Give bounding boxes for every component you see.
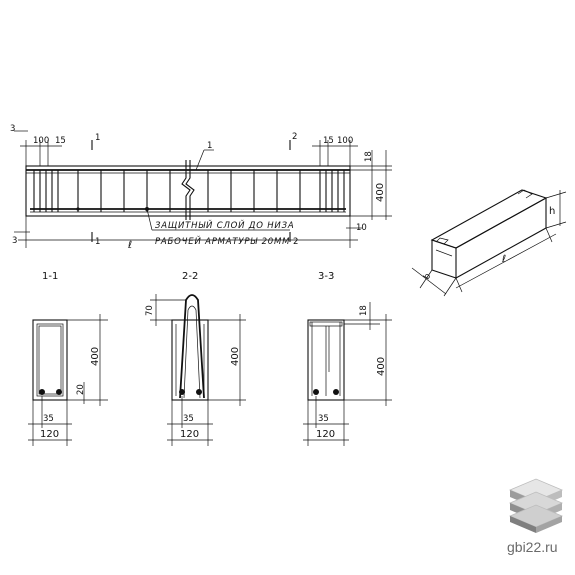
section-1-1-height: 400 [90,347,101,366]
dim-15-right: 15 [323,136,334,146]
section-3-3-35: 35 [318,414,329,424]
dim-18-top: 18 [364,151,374,162]
section-3-3: 3-3 18 400 35 120 [303,271,392,446]
section-2-2-35: 35 [183,414,194,424]
cut-1-bottom: 1 [95,237,100,247]
beam-elevation: 3 100 15 15 100 18 400 3 10 ℓ 1 1 2 2 1 [10,124,392,251]
iso-h-label: h [549,206,555,217]
dim-10-bottom: 10 [356,223,367,233]
section-1-1: 1-1 400 20 35 120 [28,271,108,446]
stirrups [33,170,345,212]
cut-1-top: 1 [95,133,100,143]
dim-3-top-left: 3 [10,124,15,134]
iso-l-label: ℓ [502,254,506,265]
section-3-3-title: 3-3 [318,271,334,282]
length-label: ℓ [128,240,132,251]
bar-mark: 1 [207,141,212,151]
break-mark [181,160,191,220]
dim-3-bottom: 3 [12,236,17,246]
section-2-2-70: 70 [145,305,155,316]
section-3-3-height: 400 [376,357,387,376]
section-1-1-20: 20 [76,384,86,395]
section-2-2-width: 120 [180,429,199,440]
dim-400-height: 400 [375,183,386,202]
cover-note-line2: РАБОЧЕЙ АРМАТУРЫ 20ММ [155,235,290,247]
isometric-beam: h b ℓ [411,189,567,297]
section-1-1-title: 1-1 [42,271,58,282]
cut-2-top: 2 [292,132,297,142]
dim-100-left: 100 [33,136,49,146]
section-1-1-35: 35 [43,414,54,424]
section-2-2-height: 400 [230,347,241,366]
lifting-loop [179,294,205,399]
section-2-2-title: 2-2 [182,271,198,282]
section-3-3-18: 18 [359,305,369,316]
watermark-site: gbi22.ru [507,539,558,555]
iso-b-label: b [422,272,433,282]
section-1-1-width: 120 [40,429,59,440]
dim-15-left: 15 [55,136,66,146]
dim-100-right: 100 [337,136,353,146]
section-3-3-width: 120 [316,429,335,440]
section-2-2: 2-2 70 400 35 120 [145,271,246,446]
beam-outline [25,165,351,217]
cover-note-line1: ЗАЩИТНЫЙ СЛОЙ ДО НИЗА [155,219,294,231]
cut-2-bottom: 2 [293,237,298,247]
